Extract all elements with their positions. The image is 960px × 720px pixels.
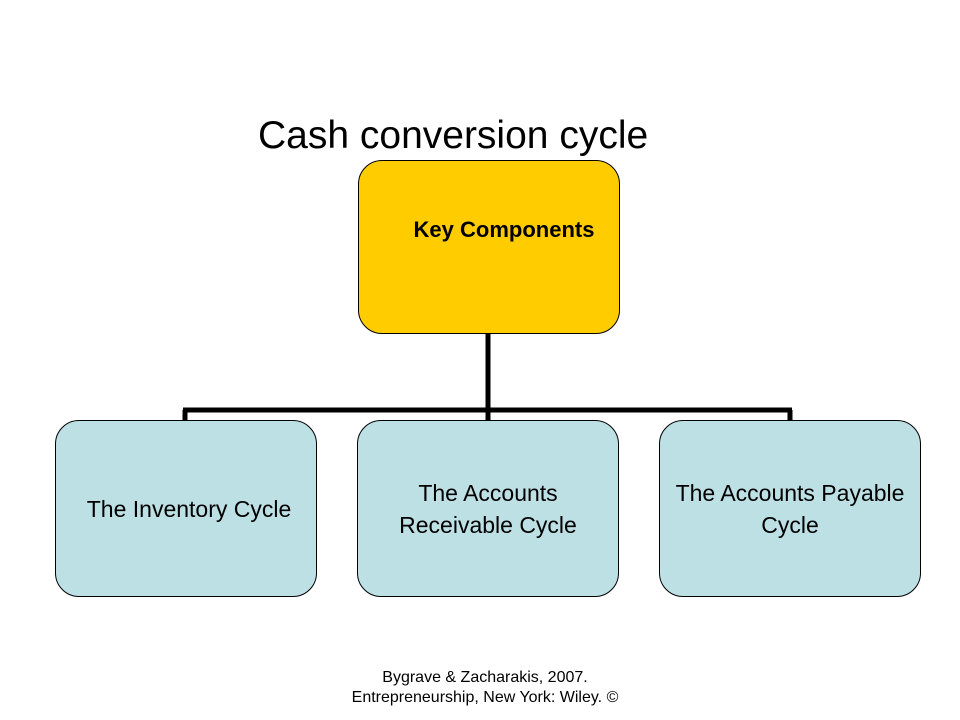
accounts-receivable-cycle-label: The Accounts Receivable Cycle	[399, 479, 577, 538]
inventory-cycle-node: The Inventory Cycle	[55, 420, 317, 597]
citation-footer: Bygrave & Zacharakis, 2007. Entrepreneur…	[351, 669, 619, 706]
accounts-payable-cycle-label: The Accounts Payable Cycle	[675, 479, 905, 538]
accounts-payable-cycle-node: The Accounts Payable Cycle	[659, 420, 921, 597]
key-components-node: Key Components	[358, 160, 620, 334]
slide-title: Cash conversion cycle	[258, 114, 649, 157]
key-components-label: Key Components	[413, 217, 595, 242]
accounts-receivable-cycle-node: The Accounts Receivable Cycle	[357, 420, 619, 597]
inventory-cycle-label: The Inventory Cycle	[86, 495, 292, 522]
